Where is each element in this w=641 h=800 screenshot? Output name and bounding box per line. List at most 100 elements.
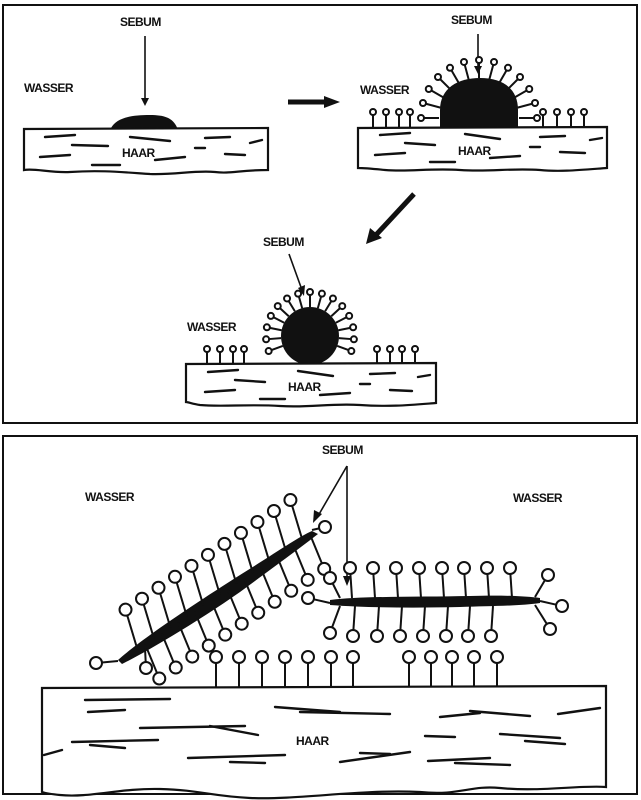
stage-1-hair-label: HAAR (122, 146, 155, 160)
stage-3-hair-label: HAAR (288, 380, 321, 394)
surfactant-molecule (424, 85, 445, 99)
bottom-horizontal-surfactants (301, 561, 569, 643)
surfactant-molecule (461, 605, 475, 643)
surfactant-molecule (395, 108, 403, 128)
surfactant-molecule (273, 302, 290, 318)
surfactant-molecule (311, 520, 332, 534)
surfactant-molecule (498, 63, 512, 84)
surfactant-molecule (402, 650, 416, 688)
stage-1-hair-streaks (38, 133, 264, 167)
surfactant-molecule (255, 650, 269, 688)
surfactant-molecule (418, 98, 441, 109)
surfactant-molecule (226, 589, 249, 631)
surfactant-molecule (534, 568, 555, 598)
surfactant-molecule (243, 578, 266, 620)
surfactant-molecule (203, 345, 211, 364)
surfactant-molecule (424, 650, 438, 688)
bottom-water-right-label: WASSER (513, 491, 563, 505)
surfactant-molecule (266, 311, 285, 324)
surfactant-molecule (210, 600, 233, 642)
surfactant-molecule (475, 56, 483, 78)
bottom-water-left-label: WASSER (85, 490, 135, 504)
surfactant-molecule (406, 108, 414, 128)
flow-arrow-right (288, 96, 340, 108)
surfactant-molecule (309, 534, 332, 576)
stage-2-sebum-hemisphere (440, 78, 518, 128)
bottom-sebum-label: SEBUM (322, 443, 363, 457)
surfactant-molecule (338, 335, 358, 344)
surfactant-molecule (240, 345, 248, 364)
surfactant-molecule (393, 605, 407, 643)
surfactant-molecule (480, 561, 494, 599)
surfactant-molecule (301, 591, 331, 605)
surfactant-molecule (457, 561, 471, 599)
bottom-hair-streaks (42, 697, 602, 767)
stage-3-sebum-pointer (288, 253, 303, 291)
surfactant-molecule (160, 633, 183, 675)
surfactant-molecule (567, 108, 575, 128)
surfactant-molecule (553, 108, 561, 128)
surfactant-molecule (276, 556, 299, 598)
stage-2-surfactants (369, 56, 588, 128)
surfactant-molecule (534, 604, 557, 636)
stage-2: SEBUM WASSER HAAR (356, 13, 609, 172)
surfactant-molecule (323, 605, 341, 640)
surfactant-molecule (336, 344, 356, 356)
surfactant-molecule (416, 605, 430, 643)
surfactant-molecule (294, 289, 304, 309)
surfactant-molecule (346, 605, 360, 643)
surfactant-molecule (209, 650, 223, 688)
bottom-scene: SEBUM WASSER WASSER (40, 443, 608, 800)
bottom-hair-label: HAAR (296, 734, 329, 748)
stage-1-water-label: WASSER (24, 81, 74, 95)
surfactant-molecule (151, 580, 172, 629)
surfactant-molecule (144, 644, 167, 686)
surfactant-molecule (366, 561, 380, 599)
stage-3-surfactants (203, 288, 419, 364)
surfactant-molecule (446, 63, 460, 84)
surfactant-molecule (233, 525, 254, 574)
surfactant-molecule (373, 345, 381, 364)
surfactant-molecule (323, 571, 341, 599)
surfactant-molecule (264, 344, 284, 356)
stage-2-sebum-label: SEBUM (451, 13, 492, 27)
surfactant-molecule (346, 650, 360, 688)
surfactant-molecule (519, 114, 541, 122)
surfactant-molecule (193, 611, 216, 653)
stage-3: SEBUM WASSER HAAR (184, 235, 438, 408)
stage-1: SEBUM WASSER HAAR (22, 15, 270, 176)
surfactant-molecule (411, 345, 419, 364)
stage-3-water-label: WASSER (187, 320, 237, 334)
surfactant-molecule (292, 545, 315, 587)
stage-1-hair-strand (22, 126, 270, 176)
surfactant-molecule (301, 650, 315, 688)
stage-1-sebum-label: SEBUM (120, 15, 161, 29)
surfactant-molecule (324, 650, 338, 688)
top-panel-frame (2, 4, 638, 424)
surfactant-molecule (488, 57, 499, 80)
surfactant-molecule (439, 605, 453, 643)
surfactant-molecule (517, 98, 540, 109)
stage-3-hair-streaks (203, 368, 432, 401)
surfactant-molecule (433, 72, 452, 91)
surfactant-molecule (490, 650, 504, 688)
surfactant-molecule (580, 108, 588, 128)
surfactant-molecule (177, 622, 200, 664)
surfactant-molecule (506, 72, 525, 91)
surfactant-molecule (266, 503, 287, 552)
surfactant-molecule (369, 108, 377, 128)
surfactant-molecule (412, 561, 426, 599)
stage-2-water-label: WASSER (360, 83, 410, 97)
surfactant-molecule (217, 536, 238, 585)
surfactant-molecule (283, 493, 304, 541)
surfactant-molecule (513, 85, 534, 99)
surfactant-molecule (382, 108, 390, 128)
stage-2-hair-label: HAAR (458, 144, 491, 158)
surfactant-molecule (232, 650, 246, 688)
surfactant-molecule (539, 599, 569, 613)
surfactant-molecule (250, 514, 271, 563)
surfactant-molecule (167, 569, 188, 618)
surfactant-molecule (229, 345, 237, 364)
bottom-sebum-pointers (313, 465, 351, 586)
surfactant-molecule (135, 591, 155, 640)
